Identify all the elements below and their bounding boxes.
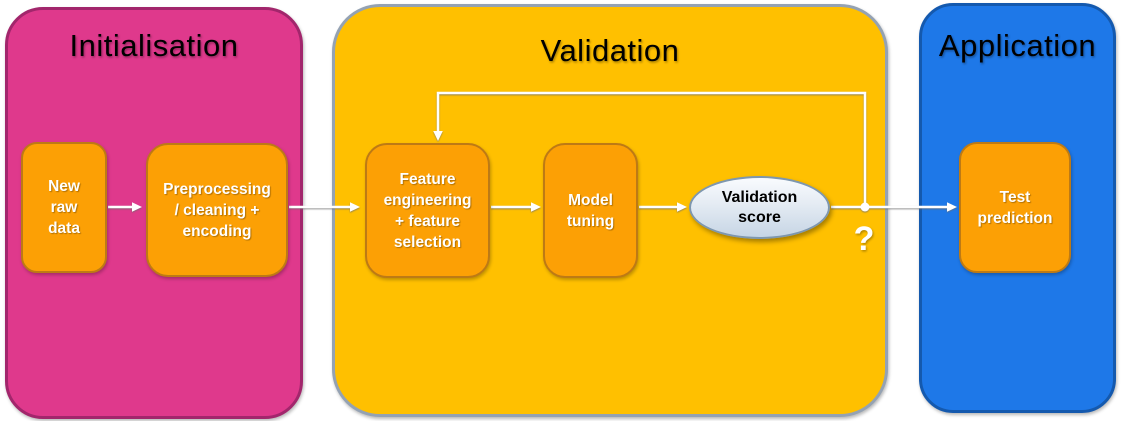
node-test-prediction-label: Test prediction bbox=[977, 188, 1053, 227]
node-feature-engineering-label: Feature engineering + feature selection bbox=[383, 170, 472, 251]
node-model-tuning: Model tuning bbox=[543, 143, 638, 278]
node-new-raw-data: New raw data bbox=[21, 142, 107, 273]
node-validation-score: Validation score bbox=[689, 176, 830, 239]
node-model-tuning-label: Model tuning bbox=[566, 191, 615, 230]
node-new-raw-data-label: New raw data bbox=[48, 178, 80, 237]
stage-title-validation: Validation bbox=[540, 33, 680, 68]
decision-question-mark: ? bbox=[853, 220, 875, 258]
node-validation-score-label: Validation score bbox=[721, 188, 798, 226]
node-preprocessing-label: Preprocessing / cleaning + encoding bbox=[163, 180, 271, 240]
node-test-prediction: Test prediction bbox=[959, 142, 1071, 273]
node-feature-engineering: Feature engineering + feature selection bbox=[365, 143, 490, 278]
node-preprocessing: Preprocessing / cleaning + encoding bbox=[146, 143, 288, 277]
stage-title-application: Application bbox=[938, 28, 1097, 63]
stage-title-initialisation: Initialisation bbox=[69, 28, 239, 63]
